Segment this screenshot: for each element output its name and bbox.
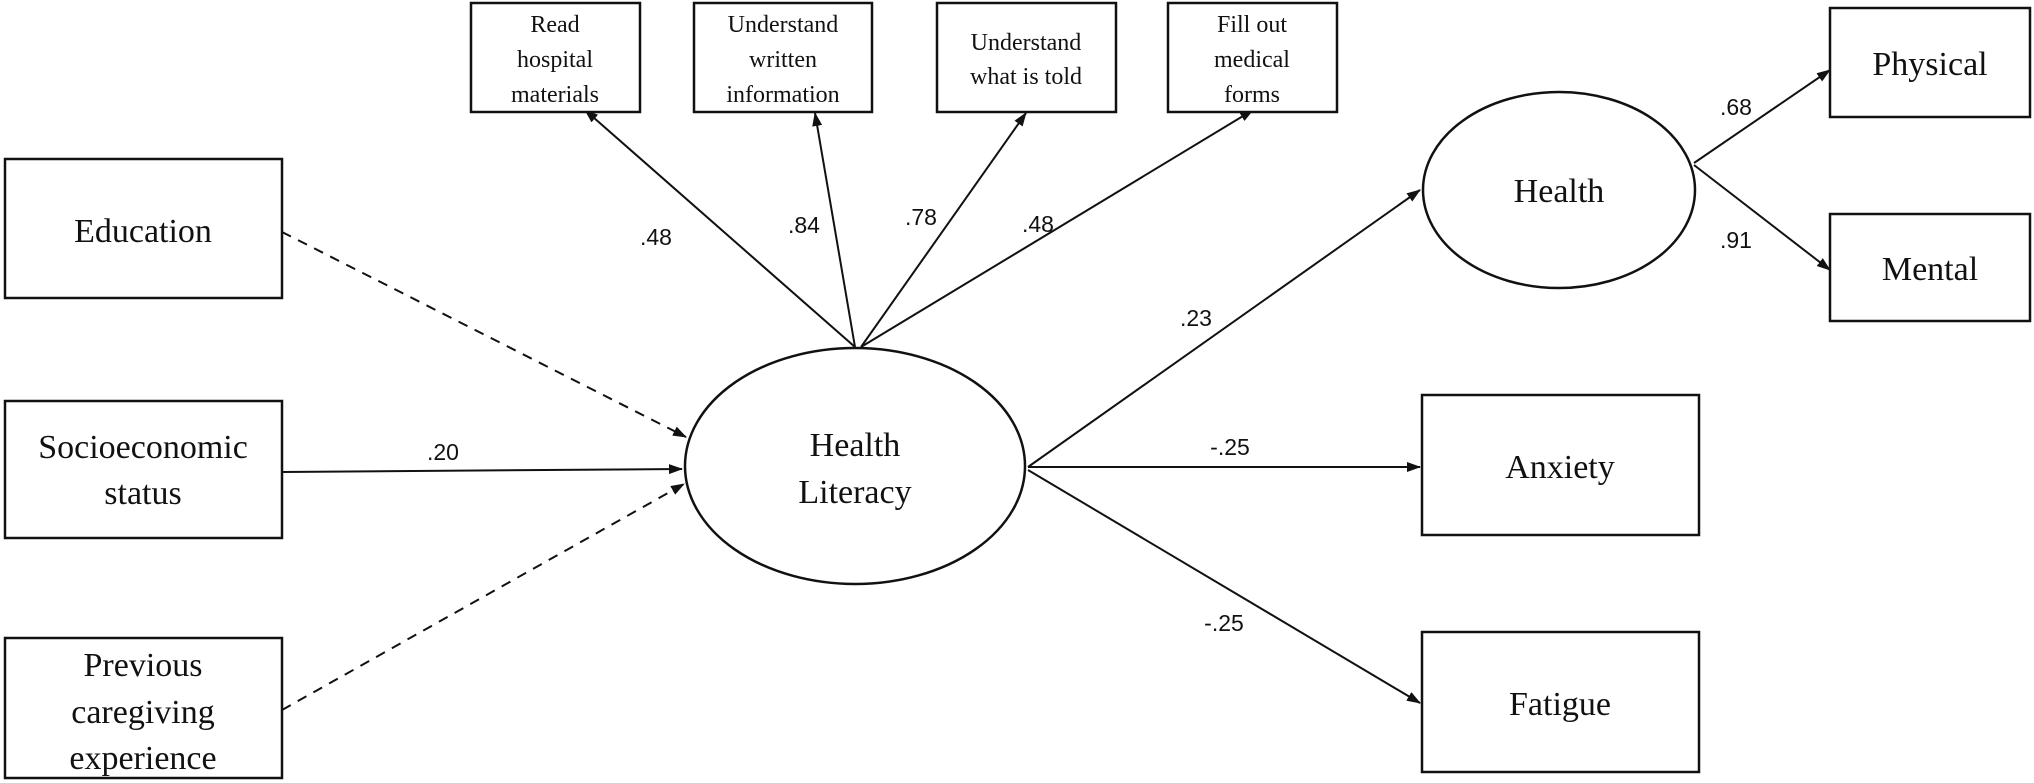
what-is-told-label-line-1: Understand [971, 30, 1082, 56]
health-literacy-to-read-materials-path [584, 109, 856, 348]
written-information-label-line-3: information [726, 82, 839, 108]
medical-forms-label-line-2: medical [1214, 47, 1290, 73]
education-to-health-literacy-path [281, 231, 687, 438]
health-literacy-to-health-path [1027, 189, 1421, 468]
health-label: Health [1514, 173, 1605, 210]
education-label: Education [74, 213, 212, 250]
health-coefficient: .23 [1180, 305, 1212, 331]
read-materials-label-line-2: hospital [517, 47, 593, 73]
fatigue-coefficient: -.25 [1204, 610, 1244, 636]
health-literacy-to-what-is-told-path [860, 112, 1027, 348]
read-hospital-materials-box [469, 1, 642, 114]
socioeconomic-status-box [3, 399, 284, 540]
socioeconomic-label-line-1: Socioeconomic [38, 429, 248, 466]
health-literacy-to-fatigue-path [1027, 469, 1421, 704]
medical-forms-label-line-3: forms [1224, 82, 1280, 108]
what-is-told-coefficient: .78 [905, 204, 937, 230]
medical-forms-label-line-1: Fill out [1217, 12, 1287, 38]
caregiving-to-health-literacy-path [281, 483, 685, 711]
written-information-coefficient: .84 [788, 212, 820, 238]
health-ellipse [1421, 90, 1697, 290]
mental-box [1828, 212, 2032, 323]
physical-coefficient: .68 [1720, 94, 1752, 120]
health-literacy-to-written-information-path [812, 112, 856, 348]
health-literacy-ellipse [683, 346, 1027, 586]
physical-label: Physical [1872, 46, 1987, 83]
anxiety-coefficient: -.25 [1210, 434, 1250, 460]
written-information-label-line-2: written [749, 47, 817, 73]
fill-out-medical-forms-box [1166, 1, 1339, 114]
health-to-mental-path [1693, 164, 1831, 271]
caregiving-label-line-3: experience [69, 740, 216, 777]
written-information-label-line-1: Understand [728, 12, 839, 38]
health-literacy-label-line-1: Health [810, 427, 901, 464]
caregiving-label-line-1: Previous [84, 647, 203, 684]
socioeconomic-coefficient: .20 [427, 439, 459, 465]
read-materials-label-line-1: Read [530, 12, 579, 38]
understand-written-information-box [692, 1, 874, 114]
read-materials-label-line-3: materials [511, 82, 599, 108]
socioeconomic-to-health-literacy-path [281, 464, 683, 475]
understand-what-is-told-box [935, 1, 1118, 114]
read-materials-coefficient: .48 [640, 224, 672, 250]
physical-box [1828, 6, 2032, 119]
fatigue-box [1420, 630, 1701, 774]
anxiety-box [1420, 393, 1701, 537]
health-to-physical-path [1693, 69, 1831, 164]
what-is-told-label-line-2: what is told [970, 64, 1082, 90]
previous-caregiving-experience-box [3, 636, 284, 780]
mental-coefficient: .91 [1720, 227, 1752, 253]
fatigue-label: Fatigue [1509, 686, 1611, 723]
anxiety-label: Anxiety [1505, 449, 1615, 486]
education-box [3, 157, 284, 300]
mental-label: Mental [1882, 251, 1978, 288]
health-literacy-label-line-2: Literacy [798, 474, 911, 511]
health-literacy-to-medical-forms-path [860, 109, 1254, 348]
caregiving-label-line-2: caregiving [71, 694, 215, 731]
socioeconomic-label-line-2: status [104, 475, 181, 512]
medical-forms-coefficient: .48 [1022, 211, 1054, 237]
